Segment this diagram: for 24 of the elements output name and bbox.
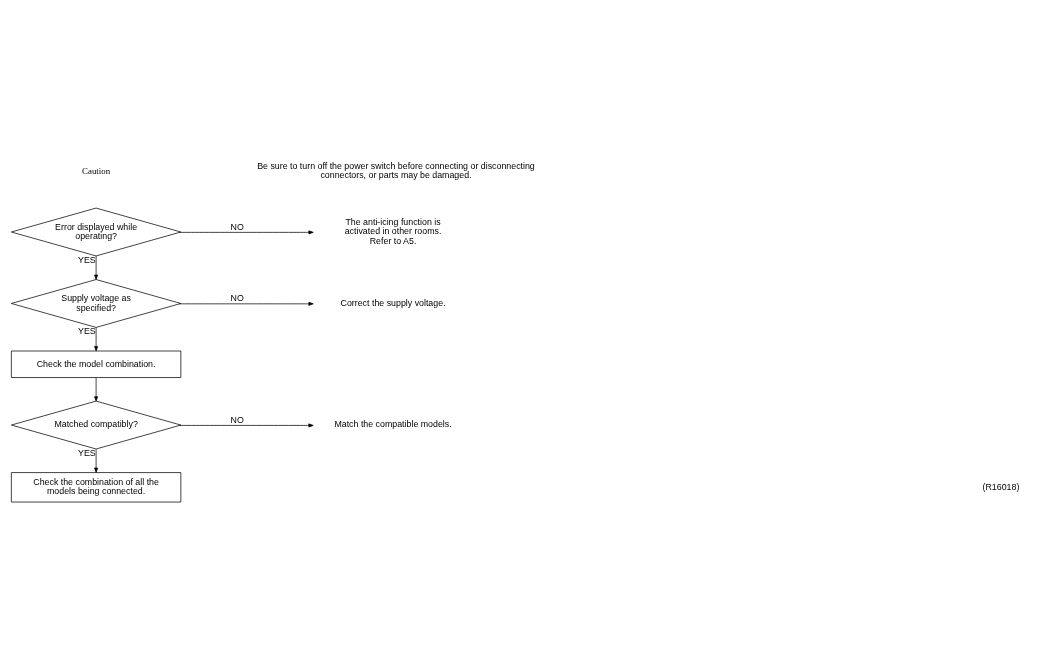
arrow <box>94 255 99 280</box>
node-diamond: Supply voltage as specified? <box>11 278 182 328</box>
arrow <box>94 448 99 473</box>
edge-label: YES <box>78 447 96 458</box>
edge-label: NO <box>230 414 244 425</box>
edge-label: NO <box>230 221 244 232</box>
edge-label: YES <box>78 325 96 336</box>
node-box: Check the model combination. <box>11 350 182 378</box>
edge-label: NO <box>230 292 244 303</box>
arrow <box>179 423 314 427</box>
node-text: Correct the supply voltage. <box>340 297 446 308</box>
node-diamond: Matched compatibly? <box>11 400 182 449</box>
edge-label: YES <box>78 254 96 265</box>
label: Caution <box>82 164 111 175</box>
node-box: Check the combination of all the models being connected. <box>11 471 182 502</box>
node-text: The anti-icing function is activated in other rooms. Refer to A5. <box>344 216 442 246</box>
node-diamond: Error displayed while operating? <box>11 207 182 256</box>
arrow <box>179 301 314 306</box>
arrow <box>94 326 99 351</box>
arrow <box>179 229 314 234</box>
label: (R16018) <box>982 481 1020 492</box>
label: Be sure to turn off the power switch before connecting or disconnecting connectors, or parts may be damaged. <box>257 160 535 180</box>
arrow <box>94 376 99 401</box>
node-text: Match the compatible models. <box>334 418 452 429</box>
